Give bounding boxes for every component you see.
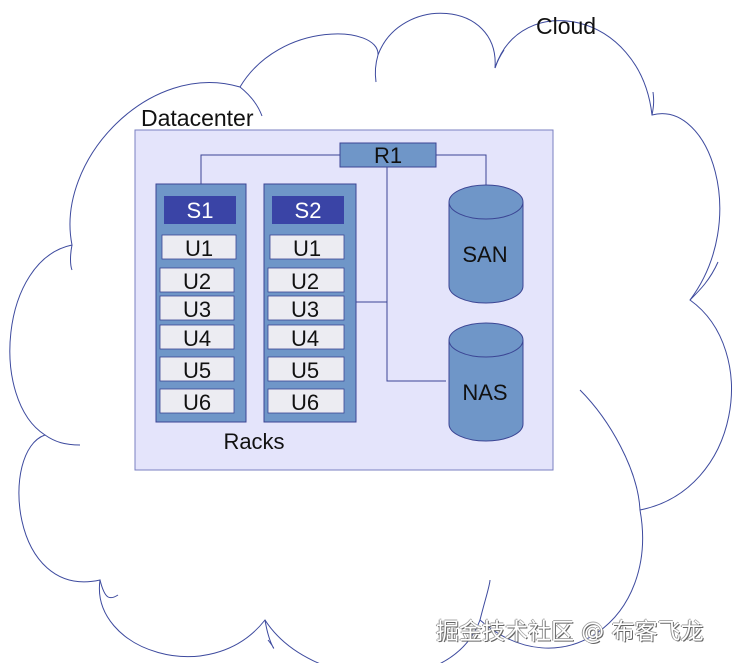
unit-label: U5	[183, 358, 211, 383]
san-storage[interactable]: SAN	[448, 184, 524, 304]
rack-1[interactable]: S1 U1 U2 U3 U4 U5 U6	[155, 183, 247, 423]
link-r1-nas	[386, 166, 446, 382]
switch-s2[interactable]	[272, 196, 344, 224]
cloud-arc	[44, 434, 81, 446]
switch-label: S2	[295, 198, 322, 223]
unit-u2[interactable]: U2	[159, 267, 235, 294]
link-r1-san	[436, 154, 487, 185]
unit-label: U3	[291, 297, 319, 322]
unit-u6[interactable]: U6	[159, 388, 235, 415]
unit-u2[interactable]: U2	[267, 267, 345, 294]
cloud-arc	[494, 49, 505, 69]
unit-u4[interactable]: U4	[159, 324, 235, 351]
cloud-arc	[374, 54, 379, 83]
unit-u5[interactable]: U5	[159, 356, 235, 383]
cylinder-top	[448, 322, 524, 358]
unit-label: U3	[183, 297, 211, 322]
router-r1[interactable]: R1	[339, 142, 437, 168]
unit-label: U5	[291, 358, 319, 383]
link-r1-s1	[200, 154, 340, 184]
nas-storage[interactable]: NAS	[448, 322, 524, 442]
unit-u4[interactable]: U4	[267, 324, 345, 351]
storage-label: NAS	[462, 380, 507, 405]
switch-s1[interactable]	[164, 196, 236, 224]
cloud-arc	[579, 389, 641, 511]
watermark: 掘金技术社区 @ 布客飞龙	[436, 619, 704, 645]
router-label: R1	[374, 143, 402, 168]
unit-label: U4	[183, 326, 211, 351]
cloud-arc	[651, 91, 655, 116]
racks-label: Racks	[223, 429, 284, 454]
unit-label: U1	[293, 236, 321, 261]
unit-label: U2	[183, 269, 211, 294]
datacenter-label: Datacenter	[141, 105, 254, 131]
cloud-arc	[264, 619, 275, 649]
cloud-label: Cloud	[536, 13, 596, 39]
cloud-arc	[239, 86, 263, 117]
unit-u3[interactable]: U3	[159, 295, 235, 322]
unit-u1[interactable]: U1	[269, 234, 345, 261]
cloud-arc	[99, 579, 119, 599]
unit-label: U1	[185, 236, 213, 261]
unit-label: U4	[291, 326, 319, 351]
rack-2[interactable]: S2 U1 U2 U3 U4 U5 U6	[263, 183, 357, 423]
cylinder-top	[448, 184, 524, 220]
cloud-arc	[70, 244, 73, 271]
cloud-arc	[689, 261, 719, 301]
unit-u1[interactable]: U1	[161, 234, 237, 261]
storage-label: SAN	[462, 242, 507, 267]
unit-label: U6	[183, 390, 211, 415]
unit-u3[interactable]: U3	[267, 295, 345, 322]
cloud-arc	[479, 579, 491, 621]
switch-label: S1	[187, 198, 214, 223]
unit-u6[interactable]: U6	[267, 388, 345, 415]
unit-label: U2	[291, 269, 319, 294]
unit-u5[interactable]: U5	[267, 356, 345, 383]
unit-label: U6	[291, 390, 319, 415]
